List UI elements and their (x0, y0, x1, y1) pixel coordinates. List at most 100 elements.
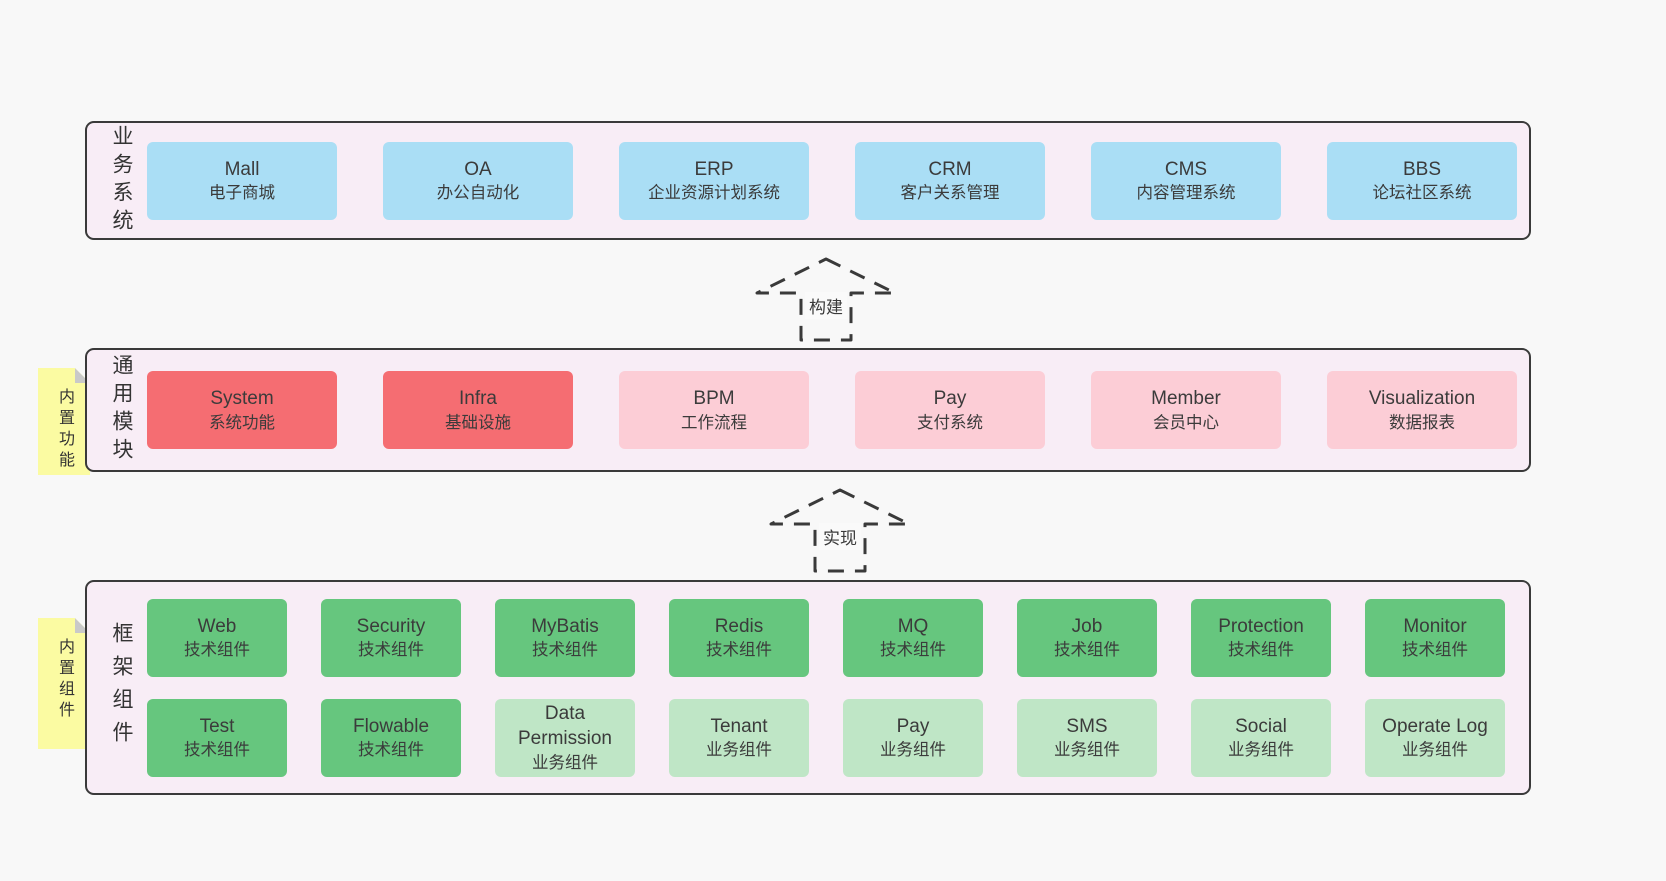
box-subtitle: 技术组件 (880, 641, 946, 660)
box-title: MyBatis (531, 615, 599, 637)
box-infra: Infra 基础设施 (383, 371, 573, 449)
box-title: Mall (224, 158, 260, 180)
box-title: Data Permission (518, 702, 612, 750)
box-web: Web 技术组件 (147, 598, 287, 677)
box-job: Job 技术组件 (1017, 598, 1157, 677)
box-mq: MQ 技术组件 (843, 598, 983, 677)
box-title: CMS (1164, 158, 1208, 180)
box-security: Security 技术组件 (321, 598, 461, 677)
build-arrow: 构建 (754, 256, 898, 342)
box-subtitle: 基础设施 (445, 413, 511, 432)
box-cms: CMS 内容管理系统 (1091, 141, 1281, 220)
box-subtitle: 支付系统 (917, 413, 983, 432)
box-title: Pay (933, 388, 967, 410)
sticky-note-builtin-components: 内置组件 (38, 618, 90, 749)
framework-row-2: Test 技术组件 Flowable 技术组件 Data Permission … (147, 698, 1513, 777)
box-title: Security (356, 615, 426, 637)
box-title: Member (1151, 388, 1221, 410)
build-arrow-label: 构建 (805, 292, 847, 319)
box-subtitle: 技术组件 (1228, 641, 1294, 660)
box-member: Member 会员中心 (1091, 371, 1281, 449)
box-title: ERP (694, 158, 734, 180)
box-title: BPM (693, 388, 735, 410)
common-modules-section: 通用模块 System 系统功能 Infra 基础设施 BPM 工作流程 Pay… (85, 348, 1531, 472)
box-subtitle: 技术组件 (358, 641, 424, 660)
box-subtitle: 客户关系管理 (900, 184, 1000, 203)
box-bpm: BPM 工作流程 (619, 371, 809, 449)
box-subtitle: 论坛社区系统 (1372, 184, 1472, 203)
implement-arrow-label: 实现 (819, 523, 861, 550)
box-subtitle: 技术组件 (184, 641, 250, 660)
sticky-note-text: 内置功能 (56, 388, 73, 472)
box-subtitle: 系统功能 (209, 413, 275, 432)
box-subtitle: 电子商城 (209, 184, 275, 203)
box-title: Protection (1218, 615, 1304, 637)
box-title: System (210, 388, 274, 410)
box-title: MQ (897, 615, 929, 637)
up-arrow-icon (755, 257, 897, 342)
implement-arrow: 实现 (768, 487, 912, 573)
box-title: Web (197, 615, 237, 637)
box-system: System 系统功能 (147, 371, 337, 449)
box-oa: OA 办公自动化 (383, 141, 573, 220)
box-subtitle: 技术组件 (184, 741, 250, 760)
box-title: Test (199, 715, 235, 737)
box-subtitle: 办公自动化 (436, 184, 520, 203)
box-title: Tenant (710, 715, 768, 737)
box-subtitle: 技术组件 (532, 641, 598, 660)
box-subtitle: 企业资源计划系统 (648, 184, 780, 203)
box-subtitle: 业务组件 (1054, 741, 1120, 760)
section-label-framework: 框架组件 (110, 621, 133, 754)
box-subtitle: 会员中心 (1153, 413, 1219, 432)
box-subtitle: 业务组件 (706, 741, 772, 760)
box-title: CRM (928, 158, 972, 180)
box-title: Infra (458, 388, 498, 410)
box-title: BBS (1402, 158, 1442, 180)
business-systems-section: 业务系统 Mall 电子商城 OA 办公自动化 ERP 企业资源计划系统 CRM… (85, 121, 1531, 240)
box-visualization: Visualization 数据报表 (1327, 371, 1517, 449)
box-data-permission: Data Permission 业务组件 (495, 698, 635, 777)
framework-boxes-rows: Web 技术组件 Security 技术组件 MyBatis 技术组件 Redi… (147, 598, 1513, 777)
up-arrow-icon (769, 488, 911, 573)
box-subtitle: 技术组件 (1402, 641, 1468, 660)
box-subtitle: 业务组件 (532, 754, 598, 772)
section-label-modules: 通用模块 (110, 354, 133, 466)
box-mall: Mall 电子商城 (147, 141, 337, 220)
box-subtitle: 业务组件 (880, 741, 946, 760)
box-sms: SMS 业务组件 (1017, 698, 1157, 777)
box-title: Pay (896, 715, 930, 737)
box-test: Test 技术组件 (147, 698, 287, 777)
box-subtitle: 技术组件 (1054, 641, 1120, 660)
box-crm: CRM 客户关系管理 (855, 141, 1045, 220)
framework-row-1: Web 技术组件 Security 技术组件 MyBatis 技术组件 Redi… (147, 598, 1513, 677)
box-tenant: Tenant 业务组件 (669, 698, 809, 777)
box-subtitle: 业务组件 (1228, 741, 1294, 760)
box-erp: ERP 企业资源计划系统 (619, 141, 809, 220)
box-pay: Pay 支付系统 (855, 371, 1045, 449)
sticky-note-builtin-features: 内置功能 (38, 368, 90, 475)
box-subtitle: 内容管理系统 (1136, 184, 1236, 203)
section-label-business: 业务系统 (110, 124, 133, 237)
box-title: Visualization (1368, 388, 1476, 410)
box-title: Flowable (352, 715, 430, 737)
box-operate-log: Operate Log 业务组件 (1365, 698, 1505, 777)
box-subtitle: 数据报表 (1389, 413, 1455, 432)
box-title: SMS (1066, 715, 1108, 737)
box-subtitle: 技术组件 (706, 641, 772, 660)
box-pay-biz: Pay 业务组件 (843, 698, 983, 777)
box-subtitle: 业务组件 (1402, 741, 1468, 760)
box-title: Operate Log (1382, 715, 1488, 737)
box-subtitle: 技术组件 (358, 741, 424, 760)
box-mybatis: MyBatis 技术组件 (495, 598, 635, 677)
box-title: Social (1235, 715, 1287, 737)
box-title: Monitor (1403, 615, 1467, 637)
box-protection: Protection 技术组件 (1191, 598, 1331, 677)
box-subtitle: 工作流程 (681, 413, 747, 432)
box-bbs: BBS 论坛社区系统 (1327, 141, 1517, 220)
box-title: Job (1071, 615, 1103, 637)
box-monitor: Monitor 技术组件 (1365, 598, 1505, 677)
framework-components-section: 框架组件 Web 技术组件 Security 技术组件 MyBatis 技术组件… (85, 580, 1531, 795)
box-redis: Redis 技术组件 (669, 598, 809, 677)
box-title: Redis (714, 615, 764, 637)
